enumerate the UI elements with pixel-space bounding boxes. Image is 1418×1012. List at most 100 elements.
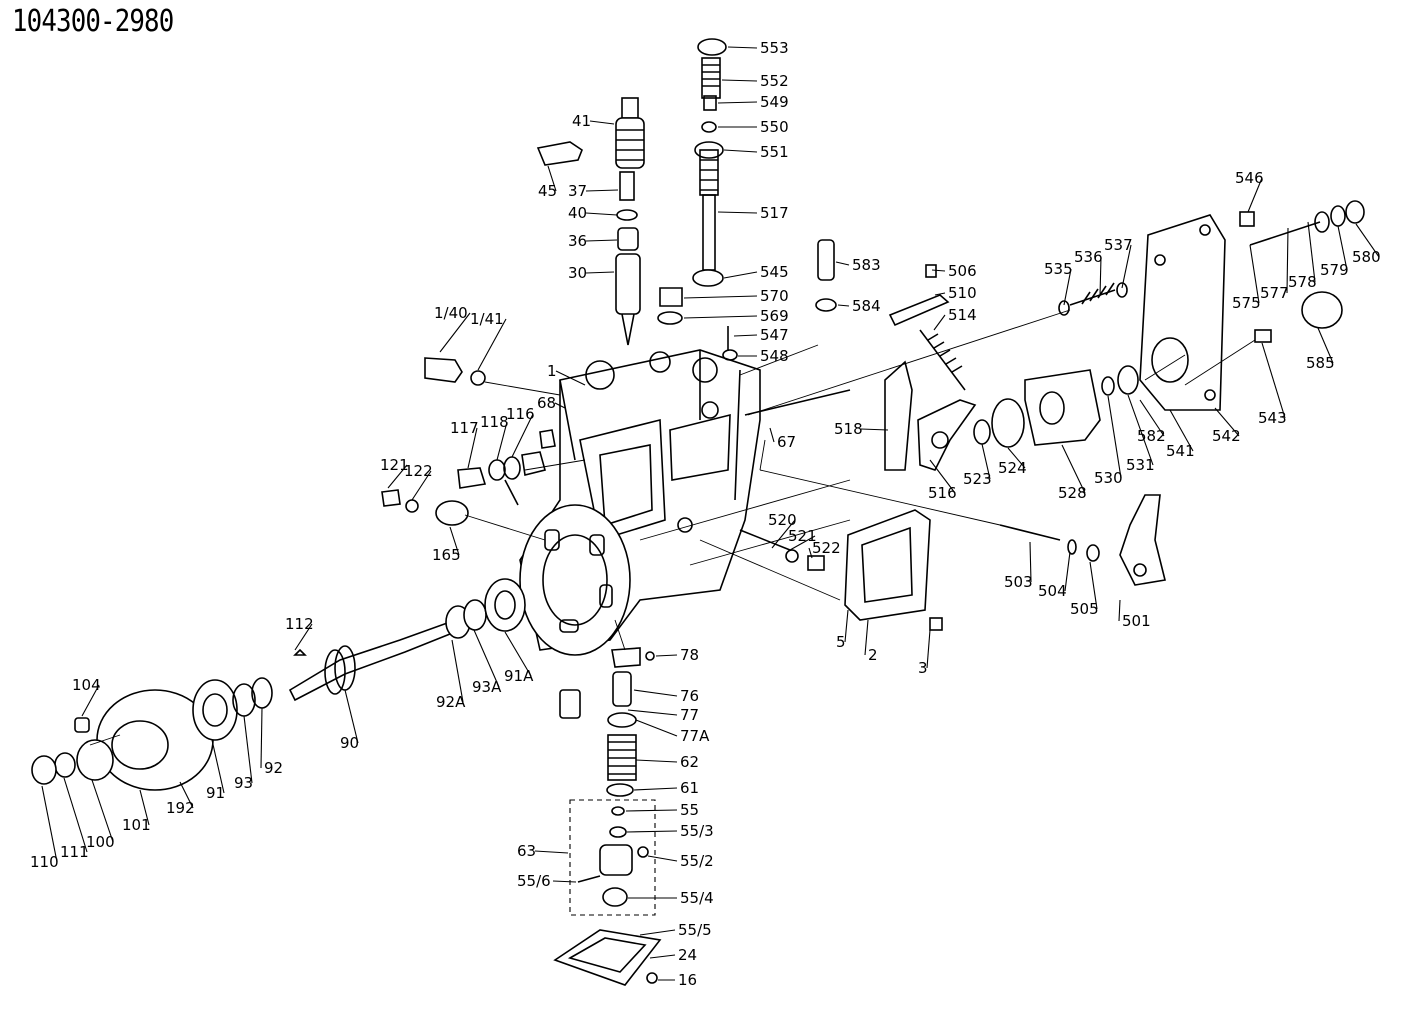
leader-line (864, 619, 869, 656)
leader-line (91, 779, 114, 843)
leader-line (683, 295, 758, 299)
leader-line (63, 777, 88, 853)
callout-label-45: 45 (538, 182, 557, 200)
callout-label-55-5: 55/5 (678, 921, 712, 939)
callout-label-111: 111 (60, 843, 89, 861)
callout-label-569: 569 (760, 307, 789, 325)
leader-line (1337, 225, 1348, 271)
leader-line (635, 719, 678, 737)
callout-label-547: 547 (760, 326, 789, 344)
callout-label-584: 584 (852, 297, 881, 315)
callout-label-40: 40 (568, 204, 587, 222)
leader-line (1029, 541, 1032, 583)
leader-line (926, 629, 931, 669)
callout-label-579: 579 (1320, 261, 1349, 279)
callout-label-516: 516 (928, 484, 957, 502)
callout-label-1-41: 1/41 (470, 310, 504, 328)
leader-line (860, 428, 889, 431)
leader-line (547, 165, 557, 192)
callout-label-77: 77 (680, 706, 699, 724)
callout-label-61: 61 (680, 779, 699, 797)
callout-label-543: 543 (1258, 409, 1287, 427)
leader-line (387, 464, 408, 489)
callout-label-503: 503 (1004, 573, 1033, 591)
callout-label-548: 548 (760, 347, 789, 365)
callout-label-76: 76 (680, 687, 699, 705)
leader-line (294, 623, 313, 651)
leader-line (1099, 256, 1102, 297)
callout-label-535: 535 (1044, 260, 1073, 278)
callout-label-523: 523 (963, 470, 992, 488)
callout-label-67: 67 (777, 433, 796, 451)
leader-line (633, 689, 678, 697)
leader-line (534, 850, 569, 854)
leader-line (727, 46, 758, 49)
callout-label-165: 165 (432, 546, 461, 564)
callout-label-542: 542 (1212, 427, 1241, 445)
leader-line (555, 370, 586, 386)
callout-label-122: 122 (404, 462, 433, 480)
callout-label-41: 41 (572, 112, 591, 130)
callout-label-110: 110 (30, 853, 59, 871)
leader-line (723, 271, 758, 279)
callout-label-583: 583 (852, 256, 881, 274)
leader-line (1118, 599, 1121, 622)
leader-line (1286, 227, 1289, 294)
callout-label-582: 582 (1137, 427, 1166, 445)
leader-line (639, 929, 676, 936)
callout-label-2: 2 (868, 646, 878, 664)
leader-line (933, 314, 946, 331)
leader-line (511, 413, 534, 458)
leader-line (1261, 342, 1286, 419)
leader-line (717, 101, 758, 104)
leader-line (585, 212, 618, 216)
leader-line (1169, 409, 1194, 452)
leader-line (41, 785, 58, 863)
callout-label-570: 570 (760, 287, 789, 305)
leader-line (1089, 561, 1098, 610)
callout-label-510: 510 (948, 284, 977, 302)
callout-label-517: 517 (760, 204, 789, 222)
leader-lines (41, 46, 1380, 981)
leader-line (655, 654, 678, 657)
callout-label-520: 520 (768, 511, 797, 529)
callout-label-577: 577 (1260, 284, 1289, 302)
leader-line (771, 519, 796, 549)
callout-label-36: 36 (568, 232, 587, 250)
callout-label-55-6: 55/6 (517, 872, 551, 890)
leader-line (844, 609, 849, 643)
callout-label-1-40: 1/40 (434, 304, 468, 322)
leader-line (467, 427, 478, 469)
leader-line (837, 304, 850, 307)
leader-line (1064, 551, 1071, 592)
leader-line (717, 211, 758, 214)
callout-label-522: 522 (812, 539, 841, 557)
leader-line (243, 715, 253, 784)
callout-label-521: 521 (788, 527, 817, 545)
callout-label-91: 91 (206, 784, 225, 802)
leader-line (1214, 407, 1240, 437)
callout-label-545: 545 (760, 263, 789, 281)
leader-line (477, 318, 507, 371)
leader-line (647, 855, 678, 862)
leader-line (552, 880, 577, 883)
callout-label-37: 37 (568, 182, 587, 200)
leader-line (473, 629, 500, 688)
leader-line (1317, 327, 1334, 364)
callout-label-5: 5 (836, 633, 846, 651)
leader-line (1121, 244, 1132, 289)
leader-line (139, 789, 150, 826)
leader-line (721, 79, 758, 82)
leader-line (929, 459, 956, 494)
leader-line (211, 739, 225, 794)
callout-label-578: 578 (1288, 273, 1317, 291)
callout-label-100: 100 (86, 833, 115, 851)
callout-label-531: 531 (1126, 456, 1155, 474)
callout-label-552: 552 (760, 72, 789, 90)
leader-line (1007, 447, 1026, 469)
callout-label-68: 68 (537, 394, 556, 412)
callout-label-90: 90 (340, 734, 359, 752)
callout-label-550: 550 (760, 118, 789, 136)
